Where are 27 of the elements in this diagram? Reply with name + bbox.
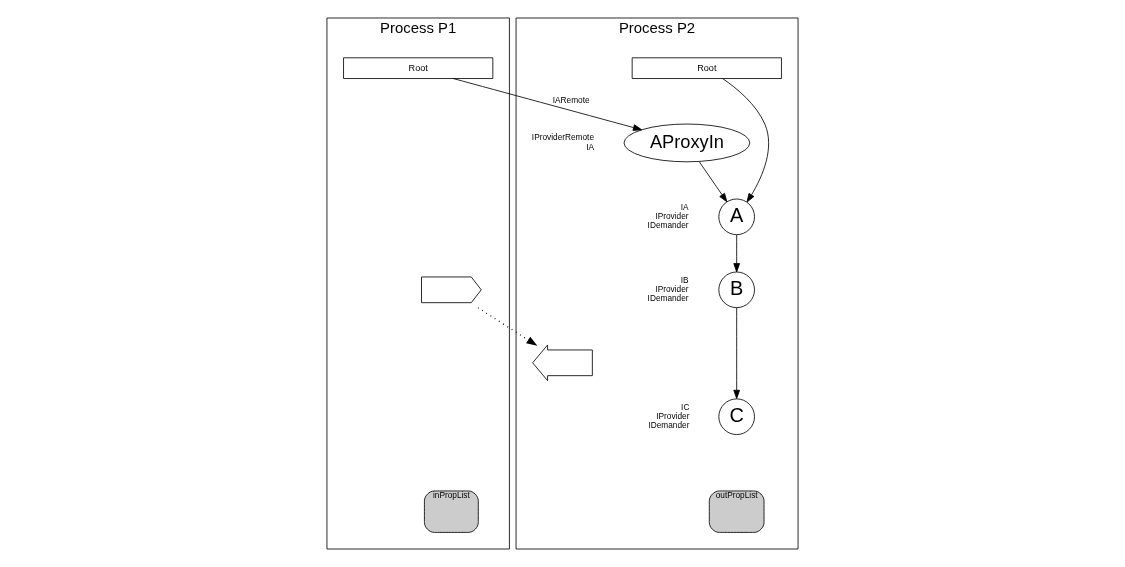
- edge-label: IARemote: [552, 95, 590, 106]
- node-label: IC: [681, 401, 690, 412]
- arrow: [733, 234, 740, 273]
- node-chevron: [532, 344, 593, 382]
- node-label: IB: [680, 274, 689, 285]
- node-label: IDemander: [647, 220, 689, 231]
- node-label: IProvider: [656, 410, 690, 421]
- node-label: IDemander: [648, 419, 690, 430]
- node-label: IProviderRemote: [531, 132, 595, 143]
- arrow: [477, 307, 538, 346]
- node-box: outPropList: [708, 490, 765, 533]
- node-circle: C: [718, 398, 755, 435]
- arrow: [733, 307, 740, 399]
- node-label: IDemander: [647, 293, 689, 304]
- node-label: IProvider: [655, 210, 689, 221]
- node-box: inPropList: [424, 490, 479, 533]
- arrow: [722, 78, 770, 203]
- node-box: Root: [631, 57, 782, 79]
- node-pentagon: [421, 276, 482, 304]
- node-circle: B: [718, 271, 755, 309]
- node-label: IA: [586, 141, 595, 152]
- arrow: [452, 78, 643, 131]
- arrow: [698, 161, 728, 203]
- node-label: IProvider: [655, 283, 689, 294]
- node-label: IA: [680, 201, 689, 212]
- node-circle: A: [718, 198, 755, 236]
- node-box: Root: [343, 57, 494, 79]
